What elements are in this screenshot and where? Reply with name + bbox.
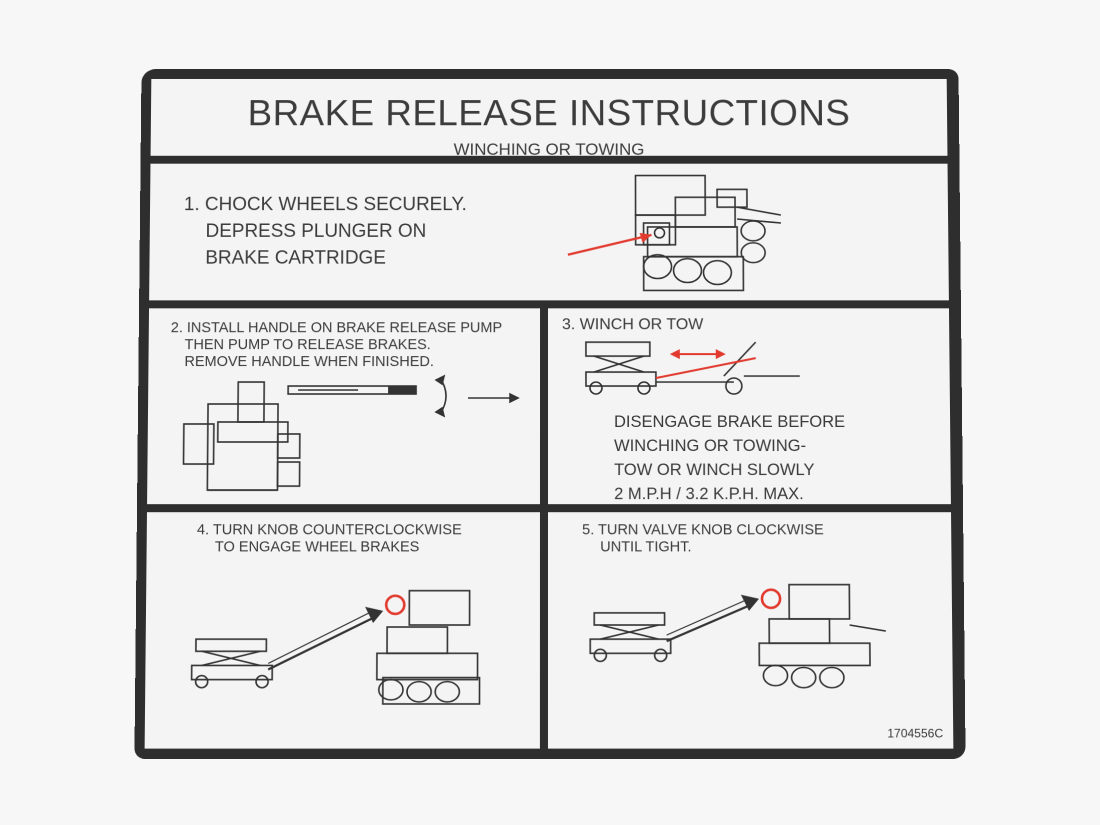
step1-line: BRAKE CARTRIDGE <box>205 247 386 269</box>
step2-panel: 2. INSTALL HANDLE ON BRAKE RELEASE PUMP … <box>147 308 541 505</box>
title-panel: BRAKE RELEASE INSTRUCTIONS WINCHING OR T… <box>150 78 948 156</box>
page-title: BRAKE RELEASE INSTRUCTIONS <box>247 92 851 134</box>
step2-line: THEN PUMP TO RELEASE BRAKES. <box>184 337 431 354</box>
step2-line: REMOVE HANDLE WHEN FINISHED. <box>184 354 434 371</box>
brake-release-decal: BRAKE RELEASE INSTRUCTIONS WINCHING OR T… <box>134 69 966 759</box>
step3-line: DISENGAGE BRAKE BEFORE <box>614 412 846 431</box>
brake-manifold-icon <box>548 168 807 299</box>
step5-panel: 5. TURN VALVE KNOB CLOCKWISE UNTIL TIGHT… <box>547 512 954 749</box>
step2-text: 2. INSTALL HANDLE ON BRAKE RELEASE PUMP … <box>170 320 502 371</box>
step3-text: DISENGAGE BRAKE BEFORE WINCHING OR TOWIN… <box>614 410 846 504</box>
step3-heading: 3. WINCH OR TOW <box>561 316 704 334</box>
step4-text: 4. TURN KNOB COUNTERCLOCKWISE TO ENGAGE … <box>197 522 462 556</box>
step5-line: UNTIL TIGHT. <box>600 539 692 556</box>
step3-line: WINCHING OR TOWING- <box>614 437 807 456</box>
step4-panel: 4. TURN KNOB COUNTERCLOCKWISE TO ENGAGE … <box>144 512 540 749</box>
step1-line: DEPRESS PLUNGER ON <box>205 221 427 242</box>
step5-text: 5. TURN VALVE KNOB CLOCKWISE UNTIL TIGHT… <box>582 522 824 556</box>
knob-counterclockwise-icon <box>185 577 488 729</box>
step4-line: 4. TURN KNOB COUNTERCLOCKWISE <box>196 522 462 539</box>
step1-text: 1. CHOCK WHEELS SECURELY. DEPRESS PLUNGE… <box>183 191 467 271</box>
step1-panel: 1. CHOCK WHEELS SECURELY. DEPRESS PLUNGE… <box>149 163 949 301</box>
part-number: 1704556C <box>887 726 944 741</box>
step4-line: TO ENGAGE WHEEL BRAKES <box>214 539 420 556</box>
step3-line: 2 M.P.H / 3.2 K.P.H. MAX. <box>614 485 804 504</box>
scissor-lift-winch-icon <box>584 338 801 395</box>
page-subtitle: WINCHING OR TOWING <box>453 140 645 156</box>
step2-line: 2. INSTALL HANDLE ON BRAKE RELEASE PUMP <box>170 320 503 337</box>
step3-panel: 3. WINCH OR TOW DISENGAGE BRAKE BEFORE W… <box>547 308 951 505</box>
release-pump-icon <box>182 374 520 490</box>
knob-clockwise-icon <box>578 579 900 690</box>
step3-line: TOW OR WINCH SLOWLY <box>614 461 815 480</box>
step5-line: 5. TURN VALVE KNOB CLOCKWISE <box>582 522 824 539</box>
step1-line: 1. CHOCK WHEELS SECURELY. <box>183 194 467 216</box>
